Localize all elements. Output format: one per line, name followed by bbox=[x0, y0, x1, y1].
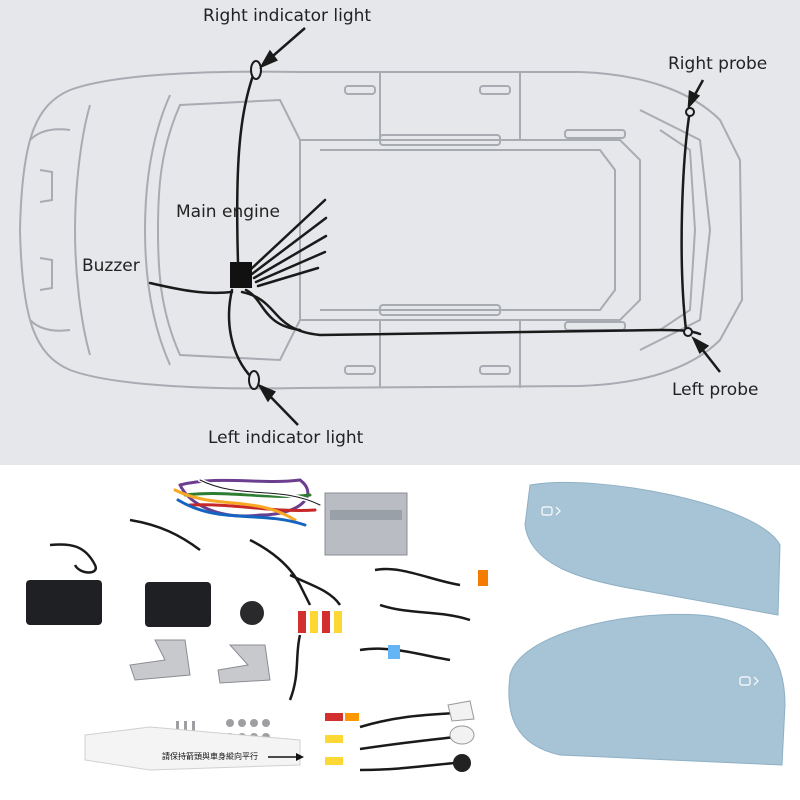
car-top-view bbox=[18, 27, 744, 426]
right-radar-sensor bbox=[145, 582, 211, 627]
bracket-left bbox=[129, 639, 191, 681]
left-radar-sensor bbox=[26, 580, 102, 625]
sensor-points bbox=[248, 60, 695, 390]
left-mirror-glass bbox=[508, 613, 786, 766]
kit-parts bbox=[26, 478, 786, 772]
connectors bbox=[298, 570, 488, 765]
control-module bbox=[324, 492, 408, 556]
sticker-text: 請保持箭頭與車身縱向平行 bbox=[162, 752, 258, 761]
bracket-right bbox=[217, 644, 271, 684]
black-cables bbox=[49, 518, 471, 701]
mirror-warning-icons bbox=[541, 506, 759, 686]
label-buzzer: Buzzer bbox=[82, 256, 140, 276]
buzzer-part bbox=[240, 601, 264, 625]
kit-components-photo: 請保持箭頭與車身縱向平行 bbox=[0, 465, 800, 800]
orientation-sticker bbox=[84, 726, 301, 771]
wiring-harness bbox=[148, 68, 702, 380]
label-right-probe: Right probe bbox=[668, 54, 768, 74]
right-mirror-glass bbox=[524, 482, 781, 616]
label-arrows bbox=[257, 27, 721, 426]
wire-harness-bundle bbox=[173, 478, 322, 527]
wiring-diagram: Right indicator light Right probe Main e… bbox=[0, 0, 800, 465]
label-main-engine: Main engine bbox=[176, 202, 280, 222]
car-outline bbox=[18, 70, 744, 390]
label-right-indicator: Right indicator light bbox=[203, 6, 372, 26]
label-left-probe: Left probe bbox=[672, 380, 759, 400]
led-indicators bbox=[359, 700, 475, 772]
label-left-indicator: Left indicator light bbox=[208, 428, 364, 448]
main-engine-unit bbox=[230, 262, 252, 288]
